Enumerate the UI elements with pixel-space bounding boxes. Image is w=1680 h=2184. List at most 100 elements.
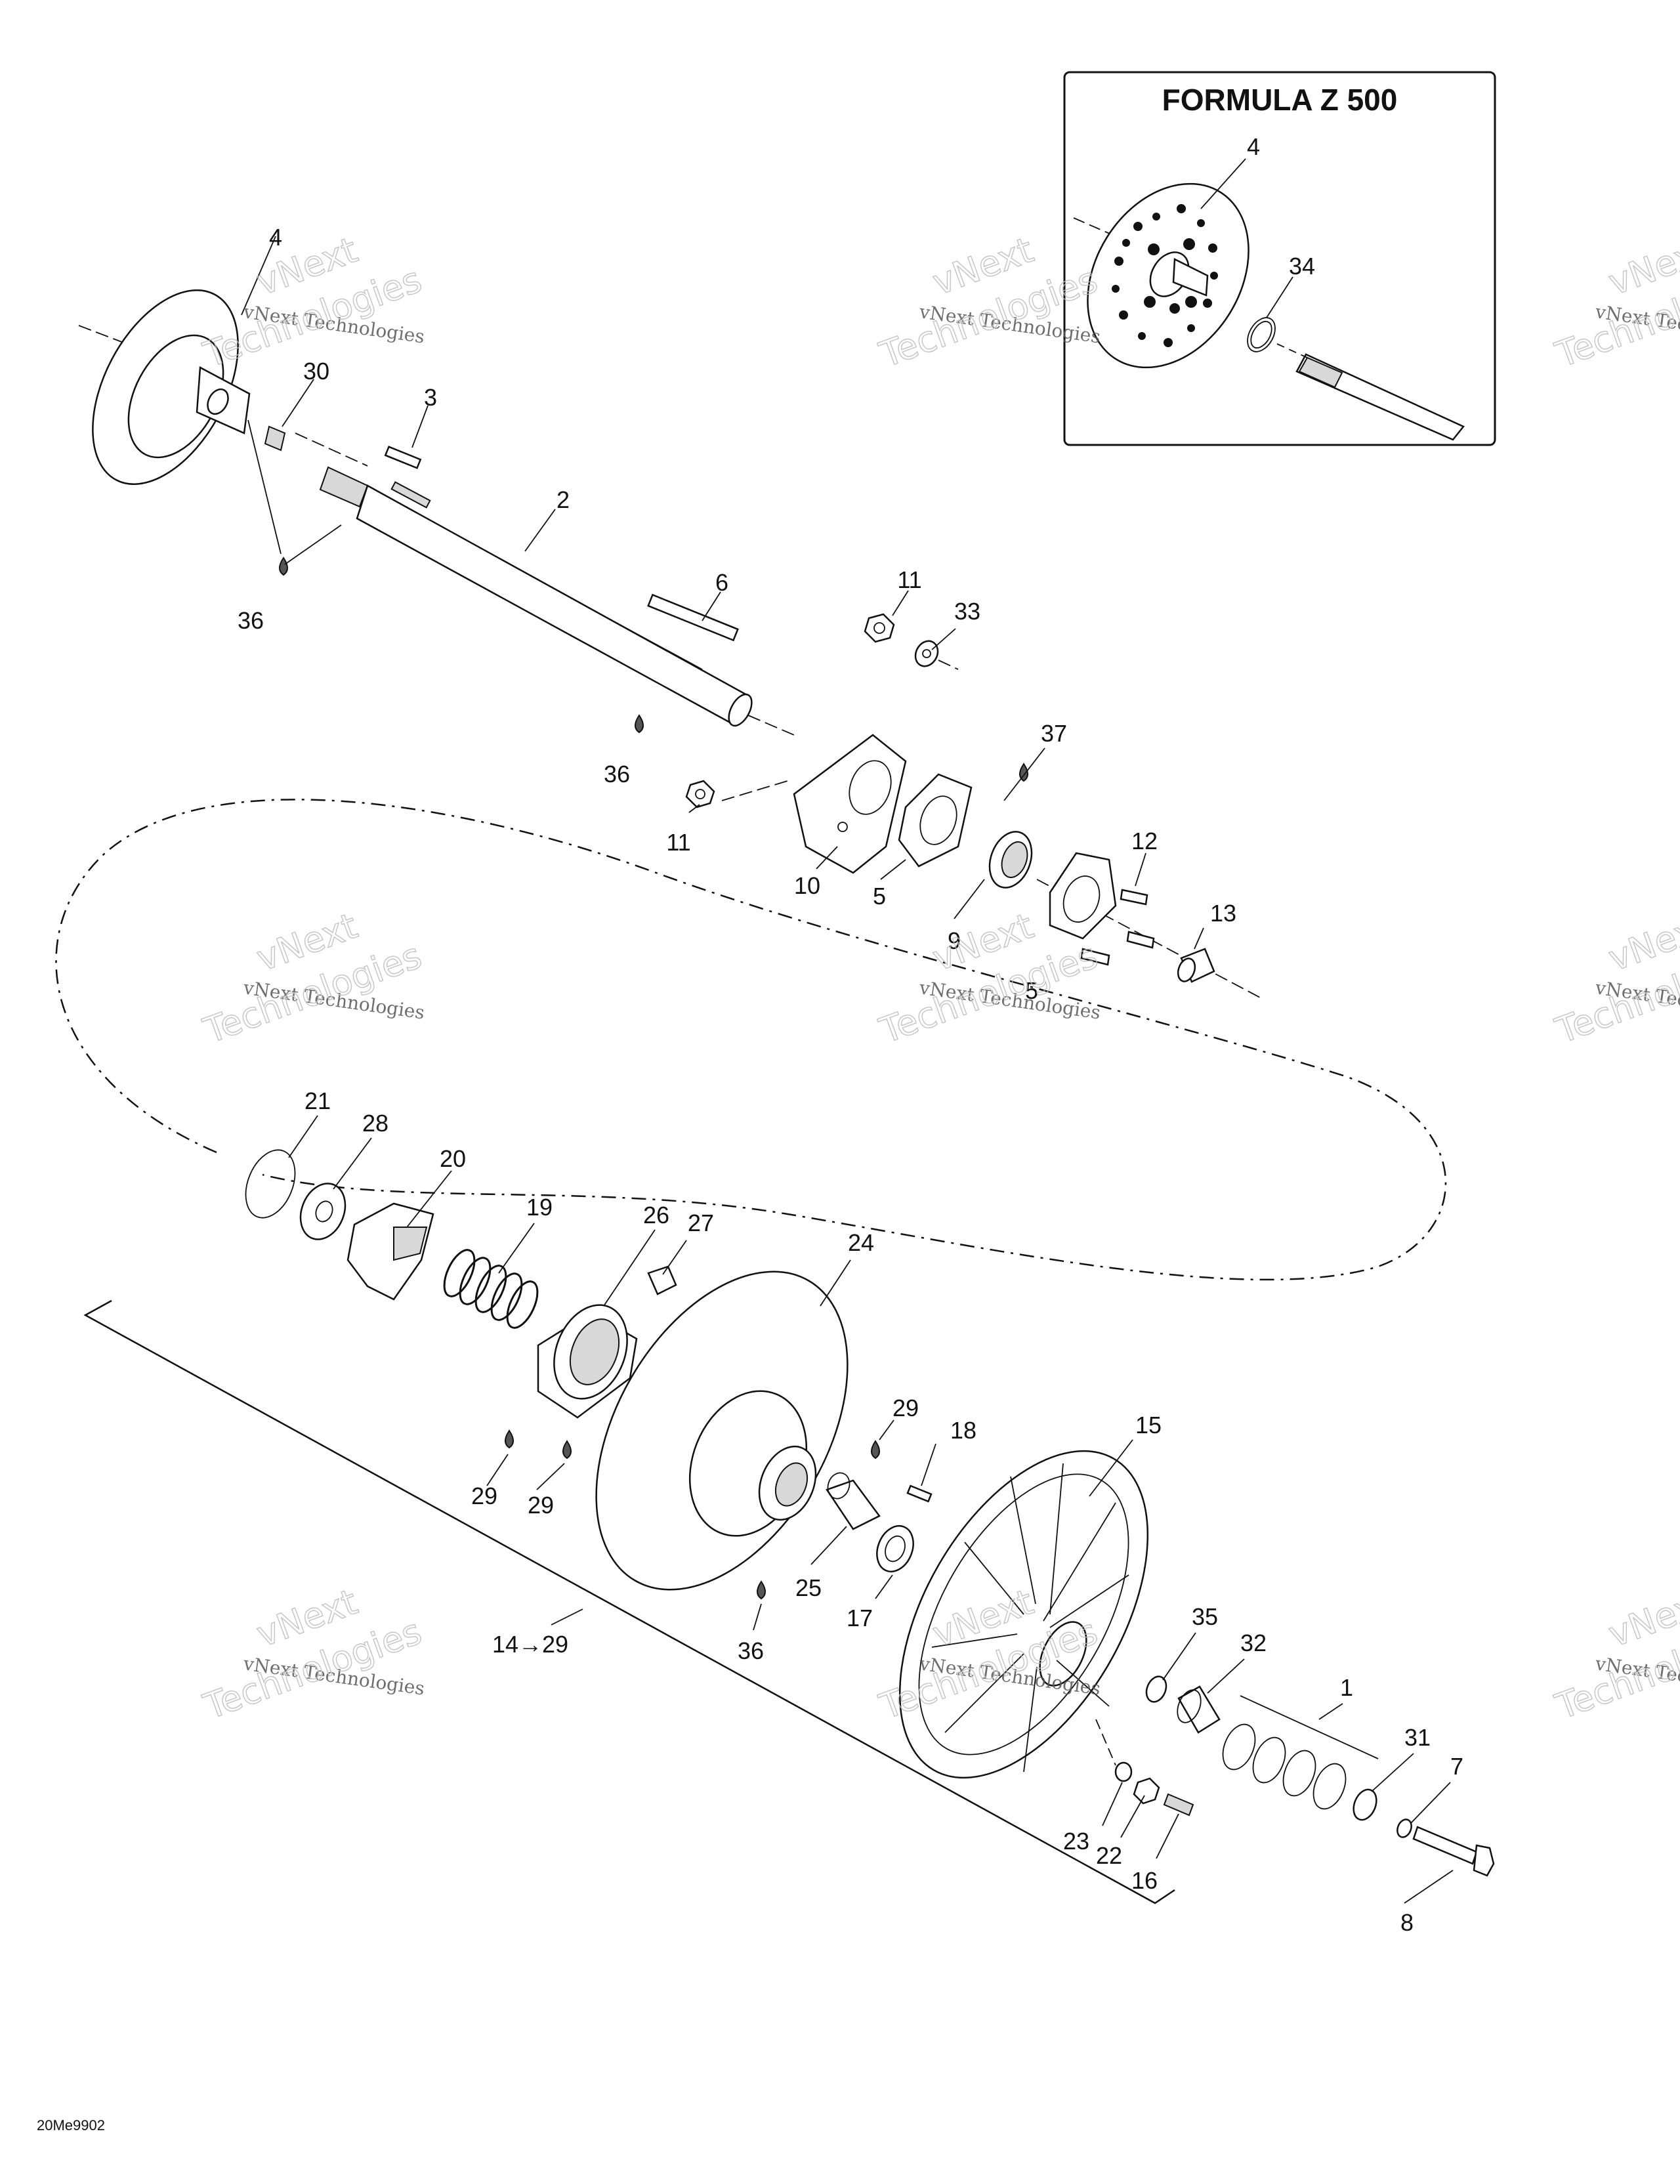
watermarks: vNext vNext Technologies Technologies vN… (198, 228, 1680, 1728)
callout-3: 3 (424, 384, 437, 411)
key-3 (384, 446, 422, 469)
circlip-21 (245, 1149, 296, 1219)
slider-shoe-27 (647, 1265, 677, 1295)
washer-35 (1145, 1675, 1167, 1703)
callout-13: 13 (1210, 900, 1236, 927)
key-18 (906, 1484, 933, 1503)
main-shaft-2 (319, 466, 753, 727)
upper-assembly: 4 30 3 2 36 6 11 33 37 36 11 10 5 12 9 1… (78, 224, 1261, 1004)
screw-12-a (1120, 889, 1148, 906)
callout-23: 23 (1063, 1828, 1089, 1855)
spring-seat-20 (346, 1202, 434, 1301)
inset-title: FORMULA Z 500 (1162, 83, 1398, 117)
watermark-4: vNext vNext Technologies Technologies (198, 904, 427, 1052)
watermark-7: vNext vNext Technologies Technologies (198, 1580, 427, 1728)
watermark-6: vNext vNext Technologies Technologies (1549, 904, 1680, 1052)
callout-30: 30 (303, 358, 329, 385)
callout-36-b: 36 (604, 761, 630, 788)
callout-11-b: 11 (666, 829, 690, 856)
fixed-sheave-4 (92, 289, 251, 485)
callout-26: 26 (643, 1202, 669, 1228)
callout-34: 34 (1289, 253, 1315, 280)
inset-box: FORMULA Z 500 (1063, 71, 1496, 446)
callout-36-c: 36 (738, 1637, 764, 1664)
lower-assembly: 21 28 20 19 26 27 24 29 29 29 18 15 25 1… (83, 1087, 1495, 1936)
watermark-1: vNext vNext Technologies Technologies (198, 228, 427, 376)
perforated-sheave-disc (1087, 182, 1250, 369)
watermark-3: vNext vNext Technologies Technologies (1549, 228, 1680, 376)
callout-21: 21 (304, 1087, 331, 1114)
callout-28: 28 (362, 1110, 388, 1137)
cam-26 (537, 1304, 638, 1419)
callout-22: 22 (1096, 1842, 1122, 1869)
inset-shaft (1276, 343, 1465, 441)
washer-7 (1396, 1818, 1412, 1838)
callout-31: 31 (1404, 1724, 1431, 1751)
callout-33: 33 (954, 598, 980, 625)
callout-12: 12 (1131, 828, 1158, 854)
part-30-screw (264, 425, 286, 452)
callout-8: 8 (1400, 1909, 1414, 1936)
callout-4-inset: 4 (1247, 133, 1260, 160)
spring-19 (443, 1249, 539, 1329)
callout-19: 19 (526, 1194, 553, 1221)
lube-drop-36-b (635, 714, 644, 734)
lube-drop-29-a (505, 1429, 514, 1449)
drive-belt (55, 799, 1447, 1281)
callout-36-a: 36 (238, 607, 264, 634)
nut-11-top (864, 613, 895, 643)
callout-15: 15 (1135, 1412, 1162, 1438)
figure-code: 20Me9902 (37, 2117, 105, 2133)
callout-37: 37 (1041, 720, 1067, 747)
bushing-13 (1177, 948, 1215, 983)
spring-washers-1 (1222, 1723, 1347, 1810)
callout-1: 1 (1340, 1674, 1353, 1701)
callout-29-b: 29 (528, 1492, 554, 1519)
bearing-flange-5-a (898, 773, 973, 868)
o-ring-34 (1247, 317, 1276, 352)
callout-10: 10 (794, 872, 820, 899)
bushing-25 (826, 1479, 881, 1530)
callout-17: 17 (847, 1605, 873, 1631)
svg-text:vNext: vNext (1603, 1581, 1680, 1655)
callout-7: 7 (1450, 1753, 1463, 1780)
callout-27: 27 (688, 1209, 714, 1236)
lube-drop-29-b (562, 1440, 572, 1460)
callout-14-29: 14→29 (492, 1631, 568, 1658)
lube-drop-36-a (279, 556, 288, 576)
support-plate-10 (793, 734, 907, 874)
callout-5-b: 5 (1025, 977, 1038, 1004)
lube-drop-36-c (757, 1580, 766, 1600)
watermark-9: vNext vNext Technologies Technologies (1549, 1580, 1680, 1728)
callout-11-a: 11 (897, 566, 921, 593)
lube-drop-29-c (871, 1440, 880, 1460)
washer-31 (1353, 1788, 1377, 1821)
callout-32: 32 (1240, 1629, 1267, 1656)
callout-4-main: 4 (269, 224, 282, 251)
screw-12-b (1126, 931, 1155, 949)
washer-17 (876, 1524, 914, 1573)
washer-33 (914, 640, 939, 667)
screw-16 (1163, 1793, 1194, 1816)
callout-24: 24 (848, 1229, 874, 1256)
callout-5-a: 5 (873, 883, 886, 910)
washer-28 (299, 1183, 346, 1240)
callout-6: 6 (715, 569, 728, 596)
key-6 (647, 593, 739, 642)
bearing-flange-5-b (1049, 852, 1117, 940)
svg-text:vNext: vNext (1603, 229, 1680, 303)
washer-23 (1114, 1761, 1133, 1782)
nut-11-bottom (685, 780, 715, 808)
callout-9: 9 (948, 927, 961, 954)
nut-22 (1133, 1777, 1160, 1805)
callout-35: 35 (1192, 1603, 1218, 1630)
movable-sheave-24 (595, 1270, 849, 1591)
bolt-8 (1412, 1826, 1495, 1877)
svg-text:vNext: vNext (1603, 905, 1680, 979)
screw-12-c (1080, 948, 1110, 966)
bearing-9 (988, 831, 1033, 889)
callout-29-c: 29 (892, 1395, 919, 1421)
callout-25: 25 (795, 1574, 822, 1601)
callout-20: 20 (440, 1145, 466, 1172)
